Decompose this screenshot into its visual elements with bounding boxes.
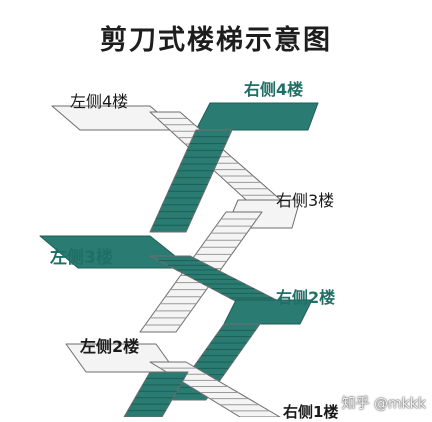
flight-teal-upper xyxy=(149,129,233,233)
label-right-1: 右侧1楼 xyxy=(283,403,339,421)
label-right-3: 右侧3楼 xyxy=(276,191,335,210)
page-title: 剪刀式楼梯示意图 xyxy=(100,25,332,56)
label-left-2: 左侧2楼 xyxy=(80,337,140,356)
landing-right-2 xyxy=(223,299,313,325)
landing-right-4 xyxy=(195,102,319,131)
label-right-4: 右侧4楼 xyxy=(244,80,304,99)
watermark: 知乎 @mkkk xyxy=(341,396,426,412)
label-right-2: 右侧2楼 xyxy=(276,288,336,307)
label-left-4: 左侧4楼 xyxy=(70,92,129,111)
label-left-3: 左侧3楼 xyxy=(50,248,113,268)
flight-teal-bottom-treads xyxy=(127,377,185,412)
flight-teal-upper-treads xyxy=(153,136,229,226)
